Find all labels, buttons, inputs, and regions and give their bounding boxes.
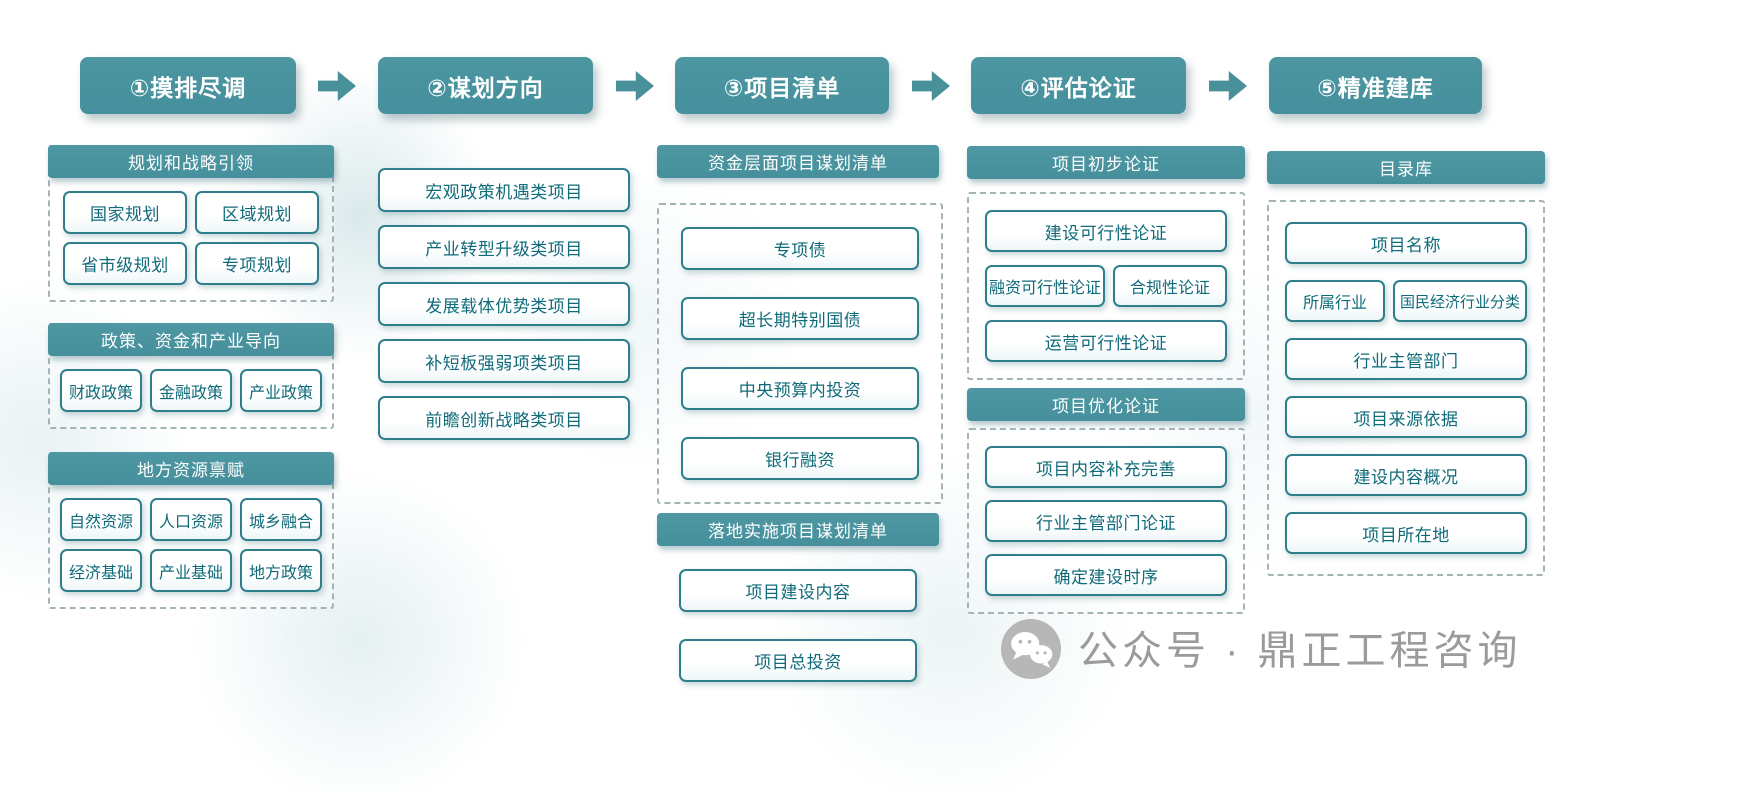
stage-evaluation: ④评估论证 bbox=[971, 57, 1186, 114]
item-box: 前瞻创新战略类项目 bbox=[378, 396, 630, 440]
item-box: 确定建设时序 bbox=[985, 554, 1227, 596]
item-box: 专项债 bbox=[681, 227, 919, 270]
item-box: 项目建设内容 bbox=[679, 569, 917, 612]
item-box: 融资可行性论证 bbox=[985, 265, 1105, 307]
stage-direction: ②谋划方向 bbox=[378, 57, 593, 114]
item-box: 合规性论证 bbox=[1113, 265, 1227, 307]
item-box: 中央预算内投资 bbox=[681, 367, 919, 410]
item-box: 经济基础 bbox=[60, 549, 142, 592]
item-box: 宏观政策机遇类项目 bbox=[378, 168, 630, 212]
item-box: 自然资源 bbox=[60, 498, 142, 541]
item-box: 补短板强弱项类项目 bbox=[378, 339, 630, 383]
group-planning-strategy-items: 国家规划 区域规划 省市级规划 专项规划 bbox=[50, 178, 332, 300]
arrow-icon-1 bbox=[318, 71, 356, 101]
item-box: 所属行业 bbox=[1285, 280, 1385, 322]
item-box: 省市级规划 bbox=[63, 242, 187, 285]
section-implementation-list-title: 落地实施项目谋划清单 bbox=[657, 513, 939, 546]
section-funding-list: 专项债 超长期特别国债 中央预算内投资 银行融资 bbox=[657, 203, 943, 504]
feasibility-row: 融资可行性论证 合规性论证 bbox=[985, 265, 1227, 307]
stage-database: ⑤精准建库 bbox=[1269, 57, 1482, 114]
item-box: 项目总投资 bbox=[679, 639, 917, 682]
item-box: 项目名称 bbox=[1285, 222, 1527, 264]
item-box: 项目所在地 bbox=[1285, 512, 1527, 554]
group-local-resources-title: 地方资源禀赋 bbox=[48, 452, 334, 485]
item-box: 金融政策 bbox=[150, 369, 232, 412]
stage-project-list: ③项目清单 bbox=[675, 57, 889, 114]
watermark-text: 公众号 · 鼎正工程咨询 bbox=[1078, 629, 1522, 673]
item-box: 超长期特别国债 bbox=[681, 297, 919, 340]
group-policy-funding-title: 政策、资金和产业导向 bbox=[48, 323, 334, 356]
item-box: 建设内容概况 bbox=[1285, 454, 1527, 496]
item-box: 产业基础 bbox=[150, 549, 232, 592]
item-box: 城乡融合 bbox=[240, 498, 322, 541]
group-local-resources: 地方资源禀赋 自然资源 人口资源 城乡融合 经济基础 产业基础 地方政策 bbox=[48, 452, 334, 609]
item-box: 银行融资 bbox=[681, 437, 919, 480]
item-box: 专项规划 bbox=[195, 242, 319, 285]
arrow-icon-3 bbox=[912, 71, 950, 101]
section-catalog-title: 目录库 bbox=[1267, 151, 1545, 184]
item-box: 项目内容补充完善 bbox=[985, 446, 1227, 488]
arrow-icon-2 bbox=[616, 71, 654, 101]
section-implementation-list: 项目建设内容 项目总投资 bbox=[657, 569, 939, 682]
item-box: 项目来源依据 bbox=[1285, 396, 1527, 438]
item-box: 国家规划 bbox=[63, 191, 187, 234]
item-box: 财政政策 bbox=[60, 369, 142, 412]
wechat-icon bbox=[1000, 618, 1062, 685]
item-box: 国民经济行业分类 bbox=[1393, 280, 1527, 322]
section-funding-list-title: 资金层面项目谋划清单 bbox=[657, 145, 939, 178]
section-optimization-review-title: 项目优化论证 bbox=[967, 388, 1245, 421]
item-box: 产业转型升级类项目 bbox=[378, 225, 630, 269]
section-preliminary-review: 建设可行性论证 融资可行性论证 合规性论证 运营可行性论证 bbox=[967, 192, 1245, 380]
item-box: 运营可行性论证 bbox=[985, 320, 1227, 362]
item-box: 区域规划 bbox=[195, 191, 319, 234]
item-box: 产业政策 bbox=[240, 369, 322, 412]
industry-row: 所属行业 国民经济行业分类 bbox=[1285, 280, 1527, 322]
group-planning-strategy: 规划和战略引领 国家规划 区域规划 省市级规划 专项规划 bbox=[48, 145, 334, 302]
group-policy-funding: 政策、资金和产业导向 财政政策 金融政策 产业政策 bbox=[48, 323, 334, 429]
section-preliminary-review-title: 项目初步论证 bbox=[967, 146, 1245, 179]
stage-survey: ①摸排尽调 bbox=[80, 57, 296, 114]
section-optimization-review: 项目内容补充完善 行业主管部门论证 确定建设时序 bbox=[967, 428, 1245, 614]
group-local-resources-items: 自然资源 人口资源 城乡融合 经济基础 产业基础 地方政策 bbox=[50, 485, 332, 607]
item-box: 发展载体优势类项目 bbox=[378, 282, 630, 326]
group-policy-funding-items: 财政政策 金融政策 产业政策 bbox=[50, 356, 332, 427]
section-catalog: 项目名称 所属行业 国民经济行业分类 行业主管部门 项目来源依据 建设内容概况 … bbox=[1267, 200, 1545, 576]
item-box: 人口资源 bbox=[150, 498, 232, 541]
item-box: 行业主管部门 bbox=[1285, 338, 1527, 380]
direction-items: 宏观政策机遇类项目 产业转型升级类项目 发展载体优势类项目 补短板强弱项类项目 … bbox=[378, 168, 630, 440]
group-planning-strategy-title: 规划和战略引领 bbox=[48, 145, 334, 178]
item-box: 建设可行性论证 bbox=[985, 210, 1227, 252]
item-box: 地方政策 bbox=[240, 549, 322, 592]
item-box: 行业主管部门论证 bbox=[985, 500, 1227, 542]
arrow-icon-4 bbox=[1209, 71, 1247, 101]
